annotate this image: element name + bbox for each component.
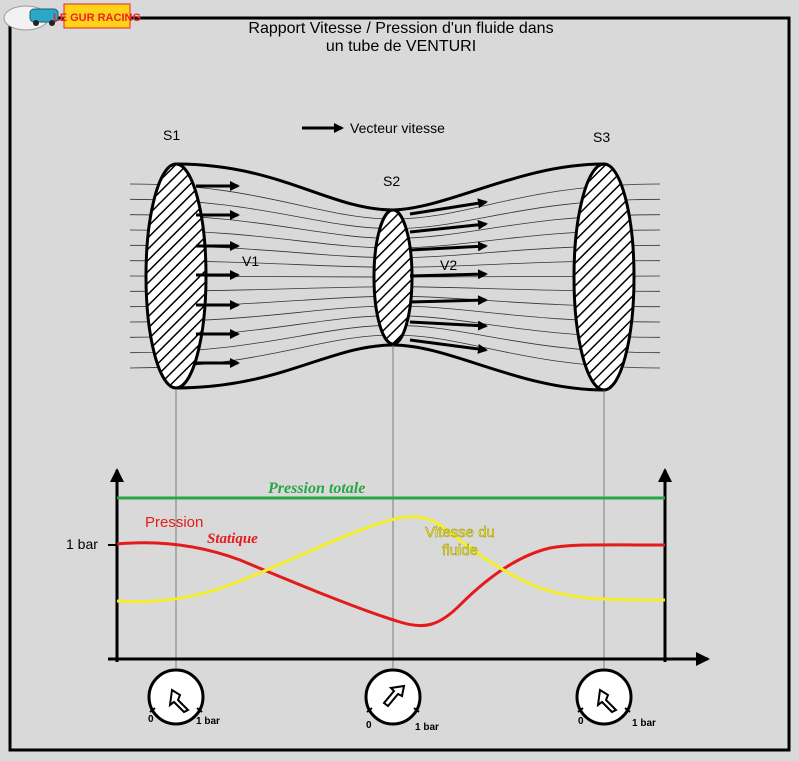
title-line-1: Rapport Vitesse / Pression d'un fluide d… bbox=[248, 20, 553, 37]
label-vitesse-line-2: fluide bbox=[442, 542, 478, 559]
velocity-curve bbox=[116, 515, 666, 604]
section-s3 bbox=[572, 162, 636, 392]
velocity-arrows-v2 bbox=[409, 198, 488, 354]
gauge-needle-icon bbox=[168, 688, 190, 714]
gauge-full-label: 1 bar bbox=[632, 718, 656, 729]
velocity-arrow-icon bbox=[409, 219, 488, 234]
gauge-s2: 0 1 bar bbox=[364, 668, 439, 733]
section-label-s1: S1 bbox=[163, 127, 180, 143]
velocity-arrow-icon bbox=[409, 269, 488, 280]
gauge-needle-icon bbox=[382, 684, 406, 708]
legend: Vecteur vitesse bbox=[302, 120, 445, 136]
logo: LE GUR RACING bbox=[3, 3, 141, 31]
section-label-s2: S2 bbox=[383, 173, 400, 189]
velocity-arrow-icon bbox=[409, 198, 488, 216]
velocity-arrow-icon bbox=[409, 241, 488, 252]
gauge-s3: 0 1 bar bbox=[575, 668, 656, 729]
label-pression: Pression bbox=[145, 514, 203, 531]
section-s2 bbox=[372, 208, 414, 346]
label-vitesse-line-1: Vitesse du bbox=[425, 524, 495, 541]
title-line-2: un tube de VENTURI bbox=[326, 38, 476, 55]
static-pressure-curve bbox=[116, 541, 666, 628]
velocity-arrow-icon bbox=[409, 295, 488, 306]
logo-text: LE GUR RACING bbox=[53, 12, 141, 24]
label-total-pressure: Pression totale bbox=[267, 480, 365, 497]
label-statique: Statique bbox=[207, 531, 258, 547]
gauge-s1: 0 1 bar bbox=[147, 668, 220, 727]
gauge-zero-label: 0 bbox=[148, 714, 154, 725]
velocity-arrows-v1 bbox=[196, 181, 240, 368]
gauge-full-label: 1 bar bbox=[415, 722, 439, 733]
frame bbox=[8, 16, 791, 752]
gauge-needle-icon bbox=[596, 688, 618, 714]
y-tick-label: 1 bar bbox=[66, 536, 98, 552]
velocity-label-v2: V2 bbox=[440, 257, 457, 273]
gauge-full-label: 1 bar bbox=[196, 716, 220, 727]
velocity-arrow-icon bbox=[409, 338, 488, 354]
gauge-zero-label: 0 bbox=[578, 716, 584, 727]
section-label-s3: S3 bbox=[593, 129, 610, 145]
velocity-arrow-icon bbox=[409, 320, 488, 331]
velocity-label-v1: V1 bbox=[242, 253, 259, 269]
gauge-zero-label: 0 bbox=[366, 720, 372, 731]
legend-label: Vecteur vitesse bbox=[350, 120, 445, 136]
car-icon bbox=[29, 8, 59, 23]
